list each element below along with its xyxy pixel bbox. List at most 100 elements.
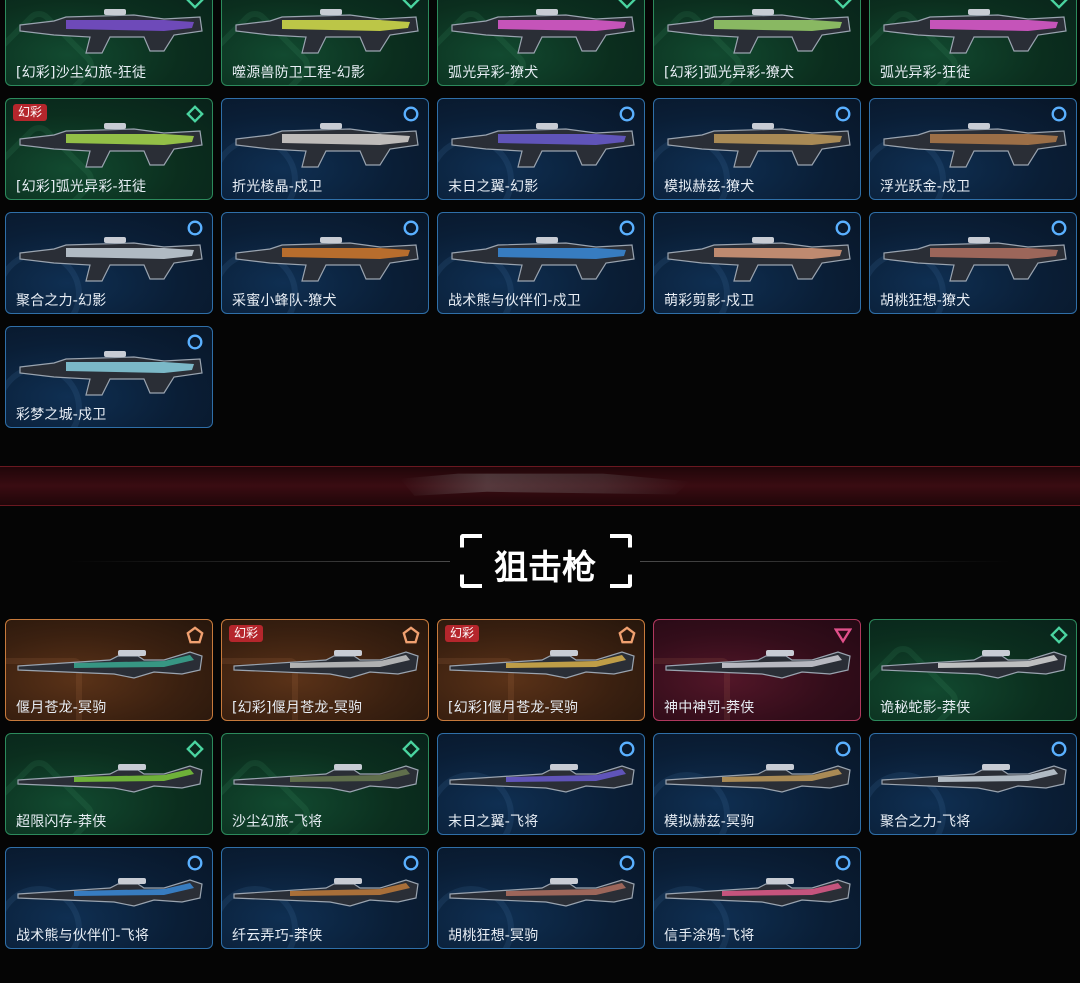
section-header-line-right — [640, 561, 1010, 562]
section-header: 狙击枪 — [0, 530, 1080, 590]
skin-name: 偃月苍龙-冥驹 — [16, 700, 107, 716]
card-bg-emblem — [222, 886, 298, 948]
weapon-skin-icon — [235, 9, 419, 54]
tier-circle-icon — [1051, 220, 1067, 236]
skin-name: 纤云弄巧-莽侠 — [232, 928, 323, 944]
tier-circle-icon — [619, 106, 635, 122]
skin-card[interactable]: 浮光跃金-戍卫 — [869, 98, 1077, 200]
skin-name: 聚合之力-飞将 — [880, 814, 971, 830]
skin-card[interactable]: 幻彩 [幻彩]偃月苍龙-冥驹 — [437, 619, 645, 721]
skin-name: [幻彩]偃月苍龙-冥驹 — [448, 700, 579, 716]
tier-pentagon-icon — [186, 626, 204, 644]
skin-card[interactable]: 幻彩[幻彩]弧光异彩-狂徒 — [5, 98, 213, 200]
skin-card[interactable]: 模拟赫兹-獠犬 — [653, 98, 861, 200]
skin-card[interactable]: 弧光异彩-狂徒 — [869, 0, 1077, 86]
skin-name: 沙尘幻旅-飞将 — [232, 814, 323, 830]
tier-diamond-icon — [186, 105, 204, 123]
card-bg-emblem — [6, 886, 82, 948]
skin-name: 模拟赫兹-冥驹 — [664, 814, 755, 830]
skin-card[interactable]: 彩梦之城-戍卫 — [5, 326, 213, 428]
tier-circle-icon — [187, 220, 203, 236]
tier-diamond-icon — [402, 740, 420, 758]
tier-circle-icon — [187, 334, 203, 350]
weapon-skin-icon — [235, 237, 419, 282]
skin-name: 聚合之力-幻影 — [16, 293, 107, 309]
skin-card[interactable]: 诡秘蛇影-莽侠 — [869, 619, 1077, 721]
tier-circle-icon — [619, 220, 635, 236]
weapon-skin-icon — [667, 237, 851, 282]
skin-name: 噬源兽防卫工程-幻影 — [232, 65, 366, 81]
skin-card[interactable]: 末日之翼-幻影 — [437, 98, 645, 200]
skin-name: 末日之翼-飞将 — [448, 814, 539, 830]
weapon-skin-icon — [19, 237, 203, 282]
tier-circle-icon — [403, 106, 419, 122]
skin-card[interactable]: 萌彩剪影-戍卫 — [653, 212, 861, 314]
skin-card[interactable]: 聚合之力-幻影 — [5, 212, 213, 314]
skin-card[interactable]: 弧光异彩-獠犬 — [437, 0, 645, 86]
section-title: 狙击枪 — [494, 548, 596, 588]
divider-weapon-silhouette — [400, 473, 690, 496]
skin-card[interactable]: 偃月苍龙-冥驹 — [5, 619, 213, 721]
tier-circle-icon — [403, 855, 419, 871]
skin-card[interactable]: 幻彩[幻彩]弧光异彩-獠犬 — [653, 0, 861, 86]
card-bg-emblem — [438, 886, 514, 948]
skin-name: 模拟赫兹-獠犬 — [664, 179, 755, 195]
skin-card[interactable]: 末日之翼-飞将 — [437, 733, 645, 835]
skin-card[interactable]: 神中神罚-莽侠 — [653, 619, 861, 721]
skin-card[interactable]: 采蜜小蜂队-獠犬 — [221, 212, 429, 314]
skin-name: [幻彩]弧光异彩-狂徒 — [16, 179, 147, 195]
skin-card[interactable]: 折光棱晶-戍卫 — [221, 98, 429, 200]
skin-card[interactable]: 胡桃狂想-獠犬 — [869, 212, 1077, 314]
skin-card[interactable]: 幻彩[幻彩]沙尘幻旅-狂徒 — [5, 0, 213, 86]
skin-card[interactable]: 纤云弄巧-莽侠 — [221, 847, 429, 949]
skin-name: [幻彩]偃月苍龙-冥驹 — [232, 700, 363, 716]
skin-card[interactable]: 超限闪存-莽侠 — [5, 733, 213, 835]
card-bg-emblem — [6, 658, 82, 720]
weapon-skin-icon — [451, 9, 635, 54]
weapon-skin-icon — [19, 123, 203, 168]
tier-pentagon-icon — [402, 626, 420, 644]
skin-name: 弧光异彩-獠犬 — [448, 65, 539, 81]
weapon-skin-icon — [449, 650, 635, 679]
tier-circle-icon — [1051, 741, 1067, 757]
skin-name: 弧光异彩-狂徒 — [880, 65, 971, 81]
skin-card[interactable]: 沙尘幻旅-飞将 — [221, 733, 429, 835]
tier-circle-icon — [403, 220, 419, 236]
tier-diamond-icon — [618, 0, 636, 9]
card-bg-emblem — [438, 658, 514, 720]
skin-card[interactable]: 战术熊与伙伴们-戍卫 — [437, 212, 645, 314]
tier-diamond-icon — [834, 0, 852, 9]
tier-diamond-icon — [1050, 0, 1068, 9]
weapon-skin-icon — [883, 9, 1067, 54]
tier-diamond-icon — [186, 0, 204, 9]
weapon-skin-icon — [17, 878, 203, 907]
skin-name: 末日之翼-幻影 — [448, 179, 539, 195]
skin-name: 胡桃狂想-冥驹 — [448, 928, 539, 944]
skin-card[interactable]: 战术熊与伙伴们-飞将 — [5, 847, 213, 949]
skin-card[interactable]: 噬源兽防卫工程-幻影 — [221, 0, 429, 86]
skin-name: 彩梦之城-戍卫 — [16, 407, 107, 423]
skin-card[interactable]: 幻彩[幻彩]偃月苍龙-冥驹 — [221, 619, 429, 721]
weapon-skin-icon — [449, 764, 635, 793]
tier-circle-icon — [835, 106, 851, 122]
tier-diamond-icon — [186, 740, 204, 758]
skin-card[interactable]: 聚合之力-飞将 — [869, 733, 1077, 835]
tier-triangle-icon — [834, 628, 852, 644]
prism-badge: 幻彩 — [445, 625, 480, 642]
weapon-skin-icon — [667, 123, 851, 168]
weapon-skin-icon — [883, 123, 1067, 168]
tier-circle-icon — [1051, 106, 1067, 122]
weapon-skin-icon — [881, 764, 1067, 793]
weapon-skin-icon — [667, 9, 851, 54]
skin-name: 采蜜小蜂队-獠犬 — [232, 293, 337, 309]
weapon-skin-icon — [881, 650, 1067, 679]
skin-name: 超限闪存-莽侠 — [16, 814, 107, 830]
card-bg-emblem — [438, 772, 514, 834]
weapon-skin-icon — [233, 878, 419, 907]
card-bg-emblem — [654, 658, 730, 720]
skin-name: 萌彩剪影-戍卫 — [664, 293, 755, 309]
weapon-skin-icon — [235, 123, 419, 168]
skin-card[interactable]: 胡桃狂想-冥驹 — [437, 847, 645, 949]
skin-card[interactable]: 模拟赫兹-冥驹 — [653, 733, 861, 835]
skin-card[interactable]: 信手涂鸦-飞将 — [653, 847, 861, 949]
